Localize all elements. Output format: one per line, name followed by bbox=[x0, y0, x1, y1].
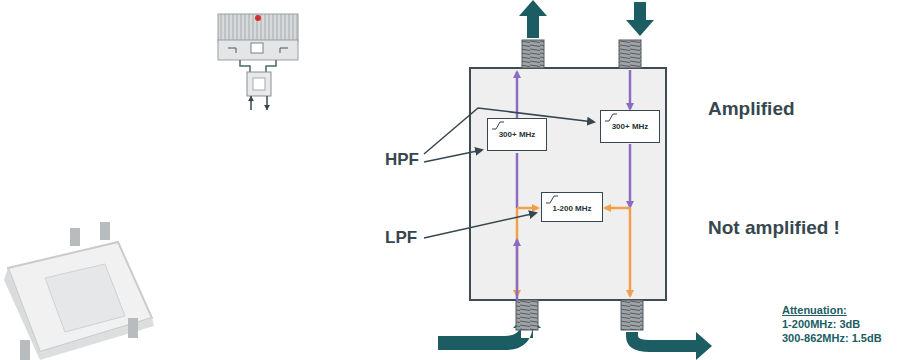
signal-paths bbox=[517, 70, 630, 300]
filter-label: LPF bbox=[385, 228, 417, 248]
note-line: 300-862MHz: 1.5dB bbox=[782, 332, 882, 344]
filter-box: 300+ MHz bbox=[487, 118, 547, 151]
filter-band: 300+ MHz bbox=[488, 119, 546, 142]
signal-arrows bbox=[438, 0, 712, 360]
filter-symbol bbox=[545, 195, 559, 204]
filter-symbol bbox=[491, 121, 505, 130]
filter-band: 1-200 MHz bbox=[542, 193, 602, 216]
amplifier-icon bbox=[218, 14, 298, 110]
diplexer-photo bbox=[4, 222, 154, 360]
filter-box: 300+ MHz bbox=[600, 110, 660, 143]
filter-box: 1-200 MHz bbox=[541, 192, 603, 222]
note-heading: Attenuation: bbox=[782, 304, 847, 316]
note-line: 1-200MHz: 3dB bbox=[782, 318, 860, 330]
path-label: Not amplified ! bbox=[708, 217, 840, 239]
filter-label: HPF bbox=[385, 150, 419, 170]
path-label: Amplified bbox=[708, 98, 795, 120]
filter-band: 300+ MHz bbox=[601, 111, 659, 134]
diplexer-housing bbox=[470, 40, 666, 330]
filter-symbol bbox=[604, 113, 618, 122]
